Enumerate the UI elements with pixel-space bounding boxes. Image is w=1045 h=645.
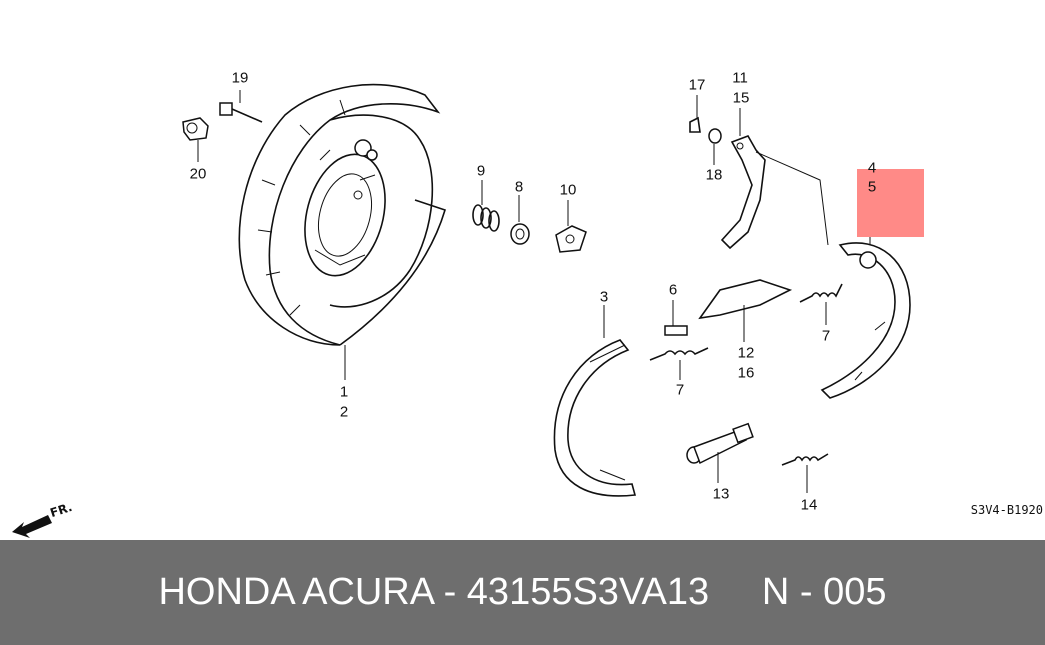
footer-banner: HONDA ACURA - 43155S3VA13 N - 005 xyxy=(0,540,1045,645)
part-label-13: 13 xyxy=(712,485,730,503)
highlight-marker xyxy=(857,169,924,237)
spring xyxy=(472,180,500,232)
part-label-3: 3 xyxy=(599,288,609,306)
part-label-5: 5 xyxy=(867,178,877,196)
front-direction-arrow xyxy=(12,515,52,538)
part-label-16: 16 xyxy=(737,364,755,382)
part-label-2: 2 xyxy=(339,403,349,421)
adjuster-spring xyxy=(781,453,829,493)
footer-brand: HONDA ACURA xyxy=(158,571,434,613)
part-label-20: 20 xyxy=(189,165,207,183)
part-label-17: 17 xyxy=(688,76,706,94)
exploded-view-drawing xyxy=(12,83,911,538)
return-spring-right xyxy=(799,283,843,325)
footer-position: N - 005 xyxy=(761,571,887,613)
small-spring xyxy=(664,300,688,336)
spring-cup xyxy=(510,195,530,245)
strut xyxy=(698,279,793,342)
part-label-8: 8 xyxy=(514,178,524,196)
footer-caption: HONDA ACURA - 43155S3VA13 N - 005 xyxy=(0,540,1045,645)
parts-diagram: 1 2 3 4 5 6 7 7 8 9 10 11 12 13 14 15 16… xyxy=(12,69,1043,538)
part-label-9: 9 xyxy=(476,162,486,180)
part-label-7-right: 7 xyxy=(821,327,831,345)
part-label-14: 14 xyxy=(800,496,818,514)
part-label-6: 6 xyxy=(668,281,678,299)
part-label-18: 18 xyxy=(705,166,723,184)
part-label-4: 4 xyxy=(867,159,877,177)
part-label-15: 15 xyxy=(732,89,750,107)
bolt xyxy=(219,90,263,123)
part-label-11: 11 xyxy=(732,69,748,87)
diagram-code: S3V4-B1920 xyxy=(970,503,1043,517)
clip-and-washer xyxy=(689,95,722,165)
footer-separator: - xyxy=(443,571,457,613)
retainer-plate xyxy=(555,200,587,253)
brake-shoe-left xyxy=(553,305,637,497)
return-spring-left xyxy=(649,347,709,380)
part-label-10: 10 xyxy=(559,181,577,199)
backing-plate xyxy=(238,83,446,380)
part-label-1: 1 xyxy=(339,383,349,401)
nut xyxy=(182,117,209,162)
part-label-7-left: 7 xyxy=(675,381,685,399)
adjuster xyxy=(686,422,754,483)
part-label-19: 19 xyxy=(231,69,249,87)
parking-brake-lever xyxy=(720,108,829,250)
part-label-12: 12 xyxy=(737,344,755,362)
footer-part-number: 43155S3VA13 xyxy=(466,571,710,613)
